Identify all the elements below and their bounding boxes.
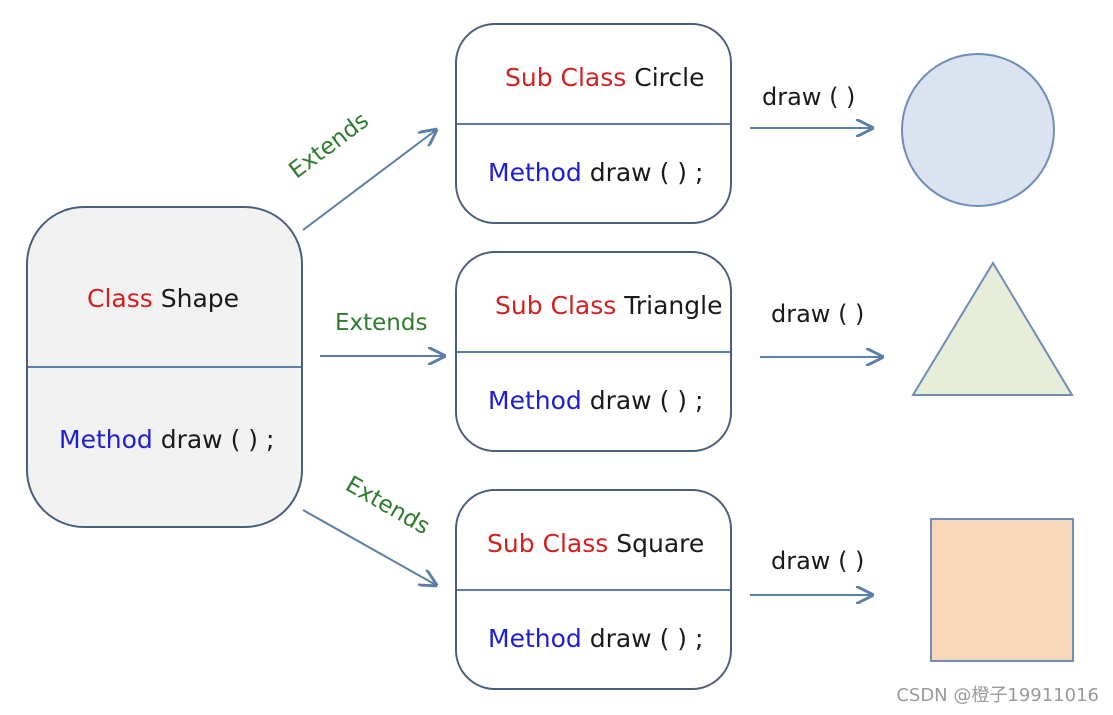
method-signature: draw ( ) ; <box>160 425 275 454</box>
subclass-method: Method draw ( ) ; <box>488 624 703 653</box>
subclass-name: Square <box>616 529 705 558</box>
class-name: Shape <box>160 284 240 313</box>
subclass-header: Sub Class Triangle <box>495 291 722 320</box>
class-header: Class Shape <box>87 284 239 313</box>
watermark: CSDN @橙子19911016 <box>896 685 1099 706</box>
draw-label-square: draw ( ) <box>771 547 865 575</box>
class-keyword: Class <box>87 284 153 313</box>
subclass-keyword: Sub Class <box>495 291 617 320</box>
subclass-divider <box>457 589 730 591</box>
method-keyword: Method <box>488 386 582 415</box>
method-signature: draw ( ) ; <box>589 386 704 415</box>
method-keyword: Method <box>59 425 153 454</box>
class-shape-box: Class Shape Method draw ( ) ; <box>26 206 303 528</box>
triangle-shape <box>911 261 1074 396</box>
square-shape <box>930 518 1074 662</box>
subclass-divider <box>457 123 730 125</box>
extends-label-triangle: Extends <box>335 310 428 336</box>
extends-arrow-square <box>302 509 436 585</box>
draw-label-circle: draw ( ) <box>762 83 856 111</box>
draw-label-triangle: draw ( ) <box>771 300 865 328</box>
method-keyword: Method <box>488 624 582 653</box>
subclass-header: Sub Class Circle <box>505 63 704 92</box>
subclass-method: Method draw ( ) ; <box>488 386 703 415</box>
method-keyword: Method <box>488 158 582 187</box>
subclass-keyword: Sub Class <box>487 529 609 558</box>
class-method: Method draw ( ) ; <box>59 425 274 454</box>
extends-arrow-circle <box>302 130 436 231</box>
subclass-circle-box: Sub Class Circle Method draw ( ) ; <box>455 23 732 224</box>
method-signature: draw ( ) ; <box>589 158 704 187</box>
subclass-square-box: Sub Class Square Method draw ( ) ; <box>455 489 732 690</box>
subclass-header: Sub Class Square <box>487 529 704 558</box>
subclass-keyword: Sub Class <box>505 63 627 92</box>
method-signature: draw ( ) ; <box>589 624 704 653</box>
circle-shape <box>901 53 1055 207</box>
subclass-name: Triangle <box>624 291 723 320</box>
subclass-triangle-box: Sub Class Triangle Method draw ( ) ; <box>455 251 732 452</box>
subclass-method: Method draw ( ) ; <box>488 158 703 187</box>
class-divider <box>28 366 301 368</box>
subclass-name: Circle <box>634 63 705 92</box>
subclass-divider <box>457 351 730 353</box>
